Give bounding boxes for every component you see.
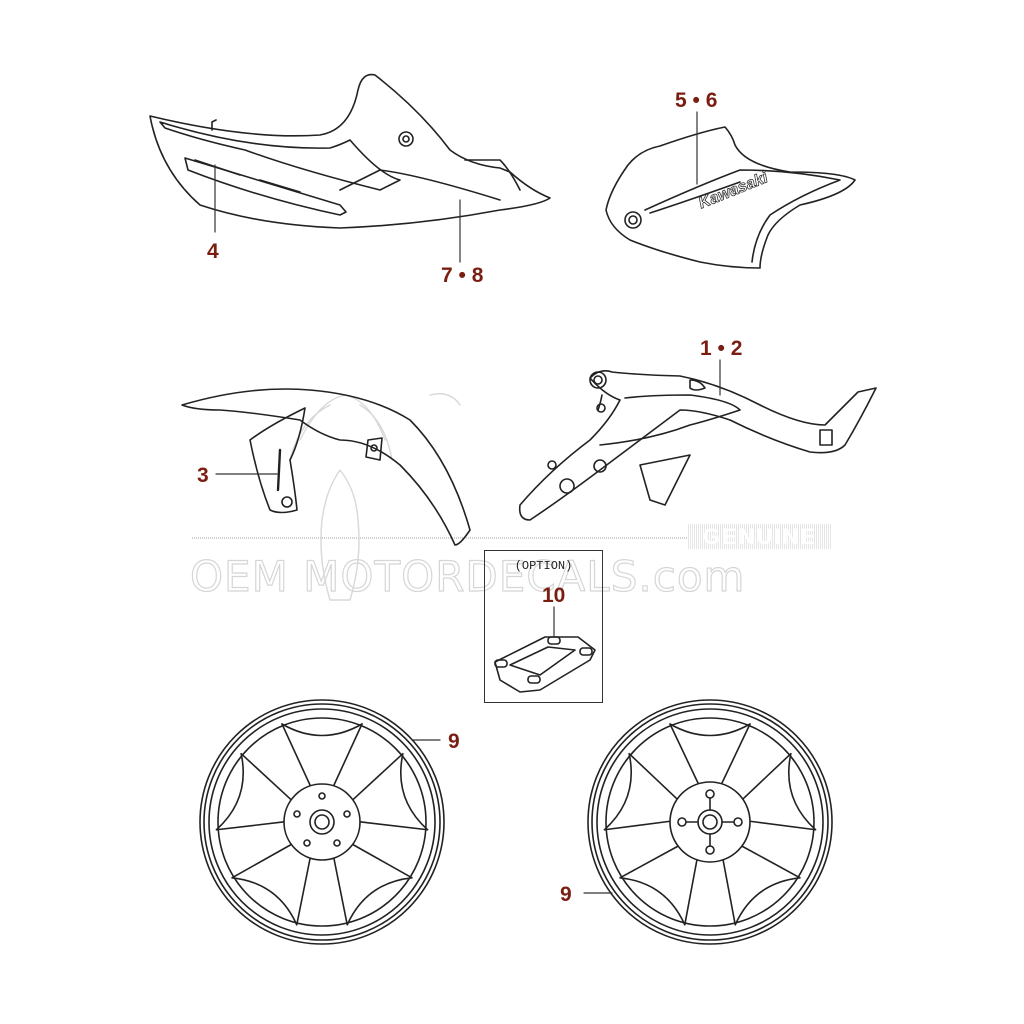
callout-4: 4 <box>207 240 219 263</box>
option-clip-drawing <box>494 636 596 693</box>
callout-7-8: 7 • 8 <box>441 264 484 287</box>
seat-cowl-drawing <box>149 73 551 229</box>
front-fender-drawing <box>181 388 471 546</box>
wheel-front-drawing <box>199 699 445 945</box>
option-box: (OPTION) <box>484 550 603 703</box>
side-cover-drawing <box>605 126 856 269</box>
watermark-plug-icon <box>289 393 461 601</box>
wheel-rear-drawing <box>587 699 833 945</box>
frame-cover-drawing <box>518 370 877 521</box>
kawasaki-logo: Kawasaki <box>696 169 771 212</box>
callout-5-6: 5 • 6 <box>675 89 718 112</box>
callout-3: 3 <box>197 464 209 487</box>
callout-9-front: 9 <box>448 730 460 753</box>
watermark-site-text: OEM MOTORDECALS.com <box>189 551 746 601</box>
watermark-genuine-badge: GENUINE <box>688 524 832 549</box>
option-label: (OPTION) <box>514 559 573 573</box>
callout-10: 10 <box>542 584 566 607</box>
callout-1-2: 1 • 2 <box>700 337 743 360</box>
watermark-divider <box>192 537 687 539</box>
callout-9-rear: 9 <box>560 883 572 906</box>
